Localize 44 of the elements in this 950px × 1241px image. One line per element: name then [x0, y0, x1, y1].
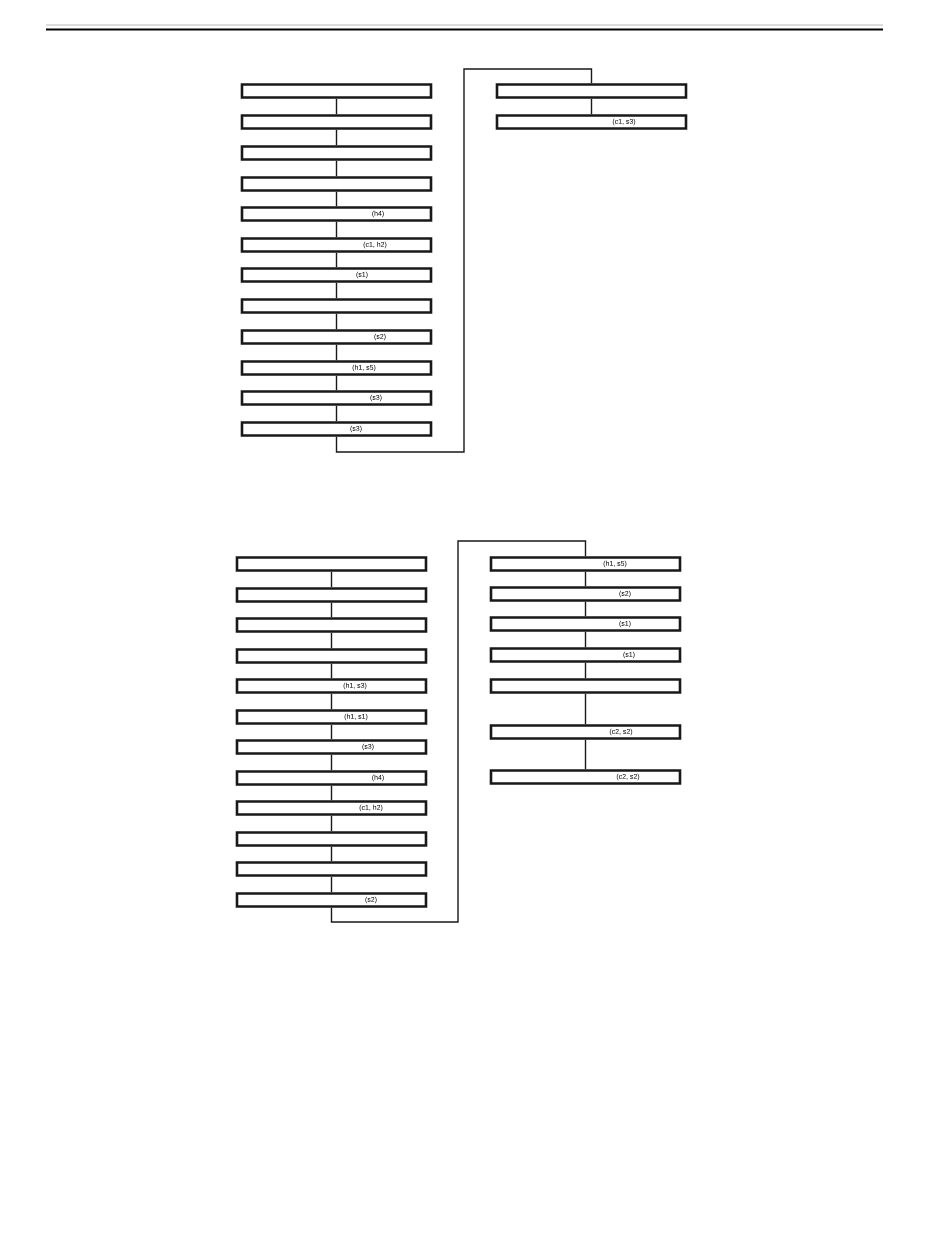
connector-line [335, 405, 338, 422]
process-box [235, 648, 428, 664]
process-box [235, 617, 428, 633]
connector-line [330, 663, 333, 679]
connector-line [330, 876, 333, 893]
process-box [240, 83, 433, 99]
connector-line [335, 282, 338, 299]
connector-line [330, 785, 333, 801]
connector-line [330, 571, 333, 588]
process-box [235, 861, 428, 877]
connector-line [584, 739, 587, 770]
connector-line [335, 344, 338, 361]
connector-line [584, 601, 587, 617]
connector-line [330, 754, 333, 771]
connector-line [330, 724, 333, 740]
process-box [495, 83, 688, 99]
process-box [235, 831, 428, 847]
process-box [235, 587, 428, 603]
connector-line [335, 98, 338, 115]
connector-line [330, 602, 333, 618]
process-box [240, 176, 433, 192]
connector-line [335, 160, 338, 177]
connector-line [335, 68, 593, 453]
connector-line [584, 662, 587, 679]
connector-line [330, 632, 333, 649]
connector-line [335, 313, 338, 330]
process-box [240, 145, 433, 161]
connector-line [335, 129, 338, 146]
connector-line [584, 631, 587, 648]
process-box [489, 678, 682, 694]
process-box [240, 114, 433, 130]
connector-line [590, 98, 593, 115]
connector-line [330, 693, 333, 710]
connector-line [330, 540, 587, 923]
connector-line [335, 191, 338, 207]
connector-line [584, 571, 587, 587]
connector-line [330, 815, 333, 832]
connector-line [584, 693, 587, 725]
connector-line [335, 252, 338, 268]
process-box [235, 556, 428, 572]
connector-line [330, 846, 333, 862]
connector-line [335, 221, 338, 238]
connector-line [335, 375, 338, 391]
process-box [240, 298, 433, 314]
